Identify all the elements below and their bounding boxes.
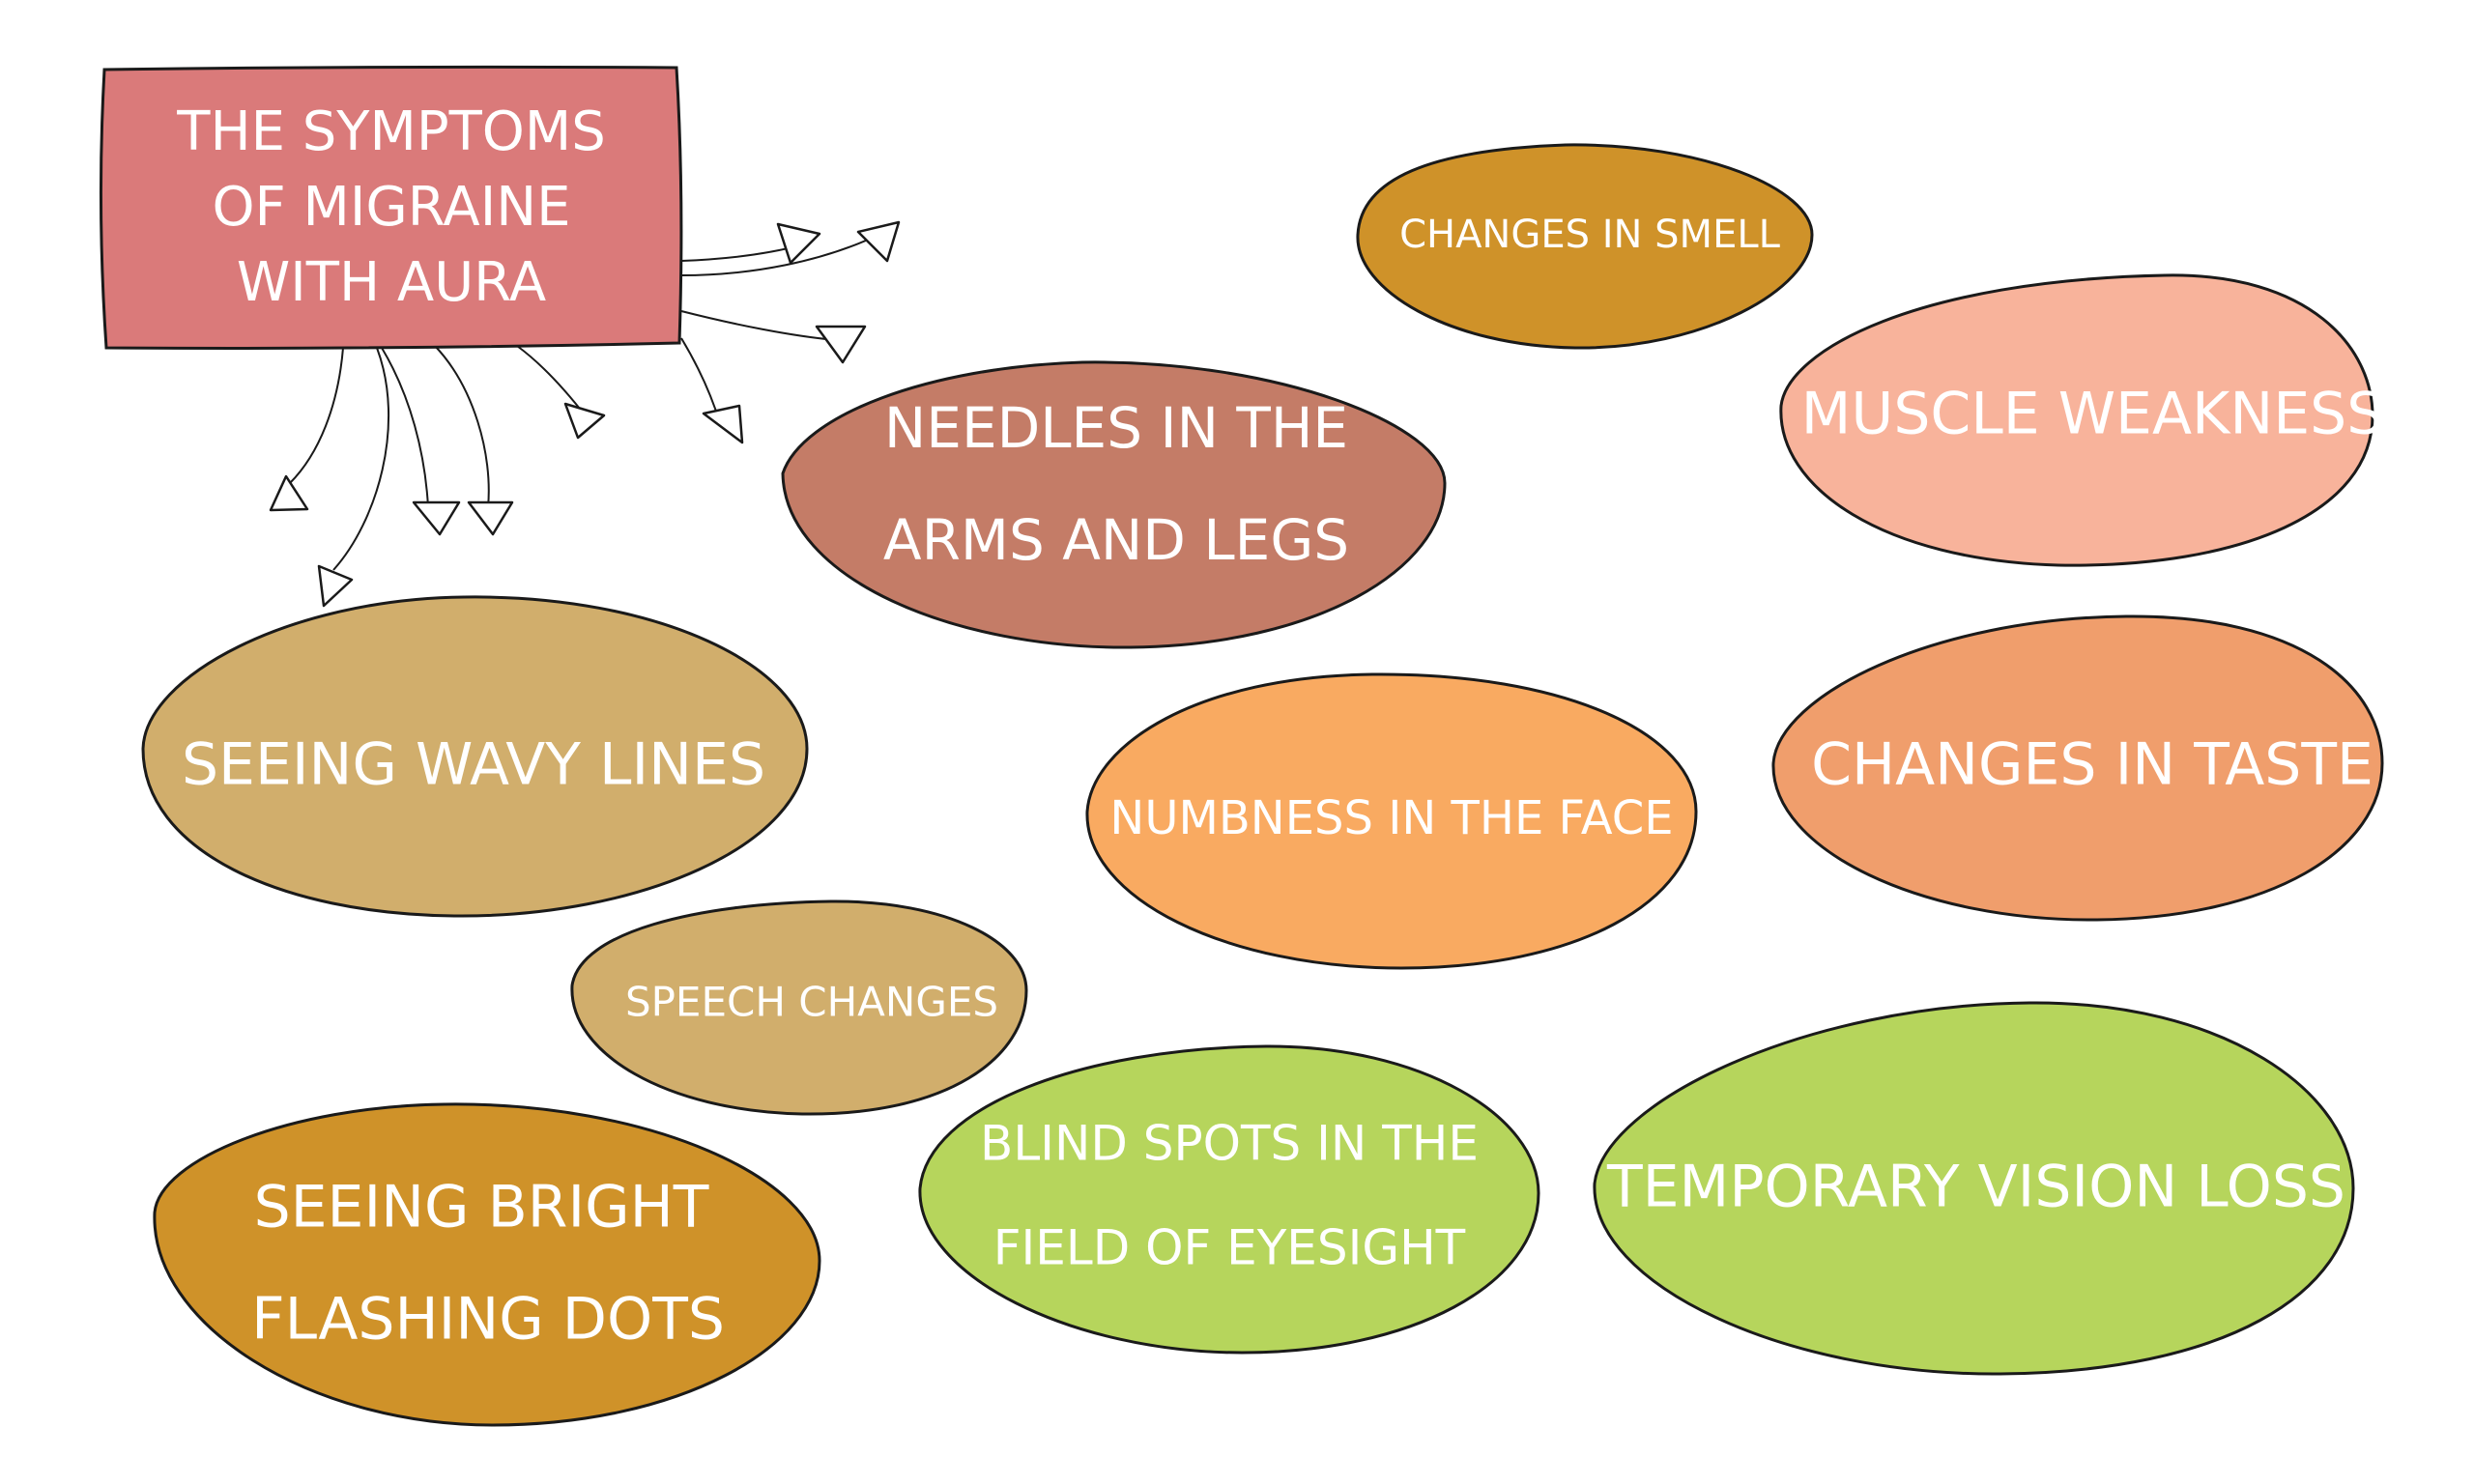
- connector-arrows: [289, 236, 876, 571]
- arrowhead-icon: [269, 474, 309, 512]
- title-line-2: OF MIGRAINE: [212, 176, 570, 239]
- title-line-3: WITH AURA: [237, 251, 546, 314]
- bubble-shape: [1593, 1001, 2355, 1376]
- arrowhead-icon: [815, 325, 867, 364]
- bubble-changes-in-taste: CHANGES IN TASTE: [1771, 614, 2384, 922]
- bubble-label: MUSCLE WEAKNESS: [1801, 381, 2384, 448]
- bubble-shape: [153, 1102, 821, 1427]
- bubble-seeing-bright-flashing-dots: SEEING BRIGHT FLASHING DOTS: [153, 1102, 821, 1427]
- bubble-label-line-1: BLIND SPOTS IN THE: [980, 1116, 1479, 1172]
- bubble-shape: [1085, 672, 1698, 970]
- bubble-label: SEEING WAVY LINES: [182, 731, 765, 799]
- bubble-shape: [781, 360, 1447, 649]
- bubble-shape: [1771, 614, 2384, 922]
- arrowhead-icon: [776, 222, 821, 265]
- bubble-label: SPEECH CHANGES: [625, 979, 998, 1026]
- bubble-muscle-weakness: MUSCLE WEAKNESS: [1779, 273, 2384, 567]
- arrowhead-icon: [467, 500, 514, 536]
- bubble-blind-spots: BLIND SPOTS IN THE FIELD OF EYESIGHT: [918, 1044, 1540, 1355]
- bubble-temporary-vision-loss: TEMPORARY VISION LOSS: [1593, 1001, 2355, 1376]
- bubble-needles-in-arms-and-legs: NEEDLES IN THE ARMS AND LEGS: [781, 360, 1447, 649]
- arrowhead-icon: [563, 402, 606, 440]
- arrowhead-icon: [317, 564, 354, 608]
- bubble-shape: [918, 1044, 1540, 1355]
- bubble-shape: [1779, 273, 2374, 567]
- bubble-label: NUMBNESS IN THE FACE: [1109, 791, 1673, 845]
- arrowhead-icon: [856, 220, 901, 263]
- bubble-label-line-1: NEEDLES IN THE: [884, 395, 1348, 461]
- title-box: THE SYMPTOMS OF MIGRAINE WITH AURA: [99, 65, 683, 350]
- arrowhead-icon: [412, 500, 461, 536]
- bubble-label-line-2: FLASHING DOTS: [251, 1286, 725, 1354]
- bubble-changes-in-smell: CHANGES IN SMELL: [1356, 143, 1814, 350]
- arrowheads: [269, 220, 901, 608]
- bubble-speech-changes: SPEECH CHANGES: [570, 899, 1028, 1116]
- bubble-shape: [1356, 143, 1814, 350]
- title-box-shape: [99, 65, 683, 350]
- bubble-label-line-1: SEEING BRIGHT: [254, 1174, 709, 1241]
- bubble-shape: [570, 899, 1028, 1116]
- title-line-1: THE SYMPTOMS: [176, 100, 606, 163]
- bubble-label-line-2: ARMS AND LEGS: [883, 507, 1349, 573]
- bubble-label: CHANGES IN TASTE: [1811, 731, 2373, 799]
- bubble-label: TEMPORARY VISION LOSS: [1606, 1154, 2345, 1221]
- bubble-shape: [141, 595, 809, 918]
- bubble-label-line-2: FIELD OF EYESIGHT: [993, 1220, 1466, 1276]
- bubble-label: CHANGES IN SMELL: [1399, 213, 1781, 257]
- bubble-numbness-in-face: NUMBNESS IN THE FACE: [1085, 672, 1698, 970]
- arrowhead-icon: [702, 404, 744, 444]
- bubble-seeing-wavy-lines: SEEING WAVY LINES: [141, 595, 809, 918]
